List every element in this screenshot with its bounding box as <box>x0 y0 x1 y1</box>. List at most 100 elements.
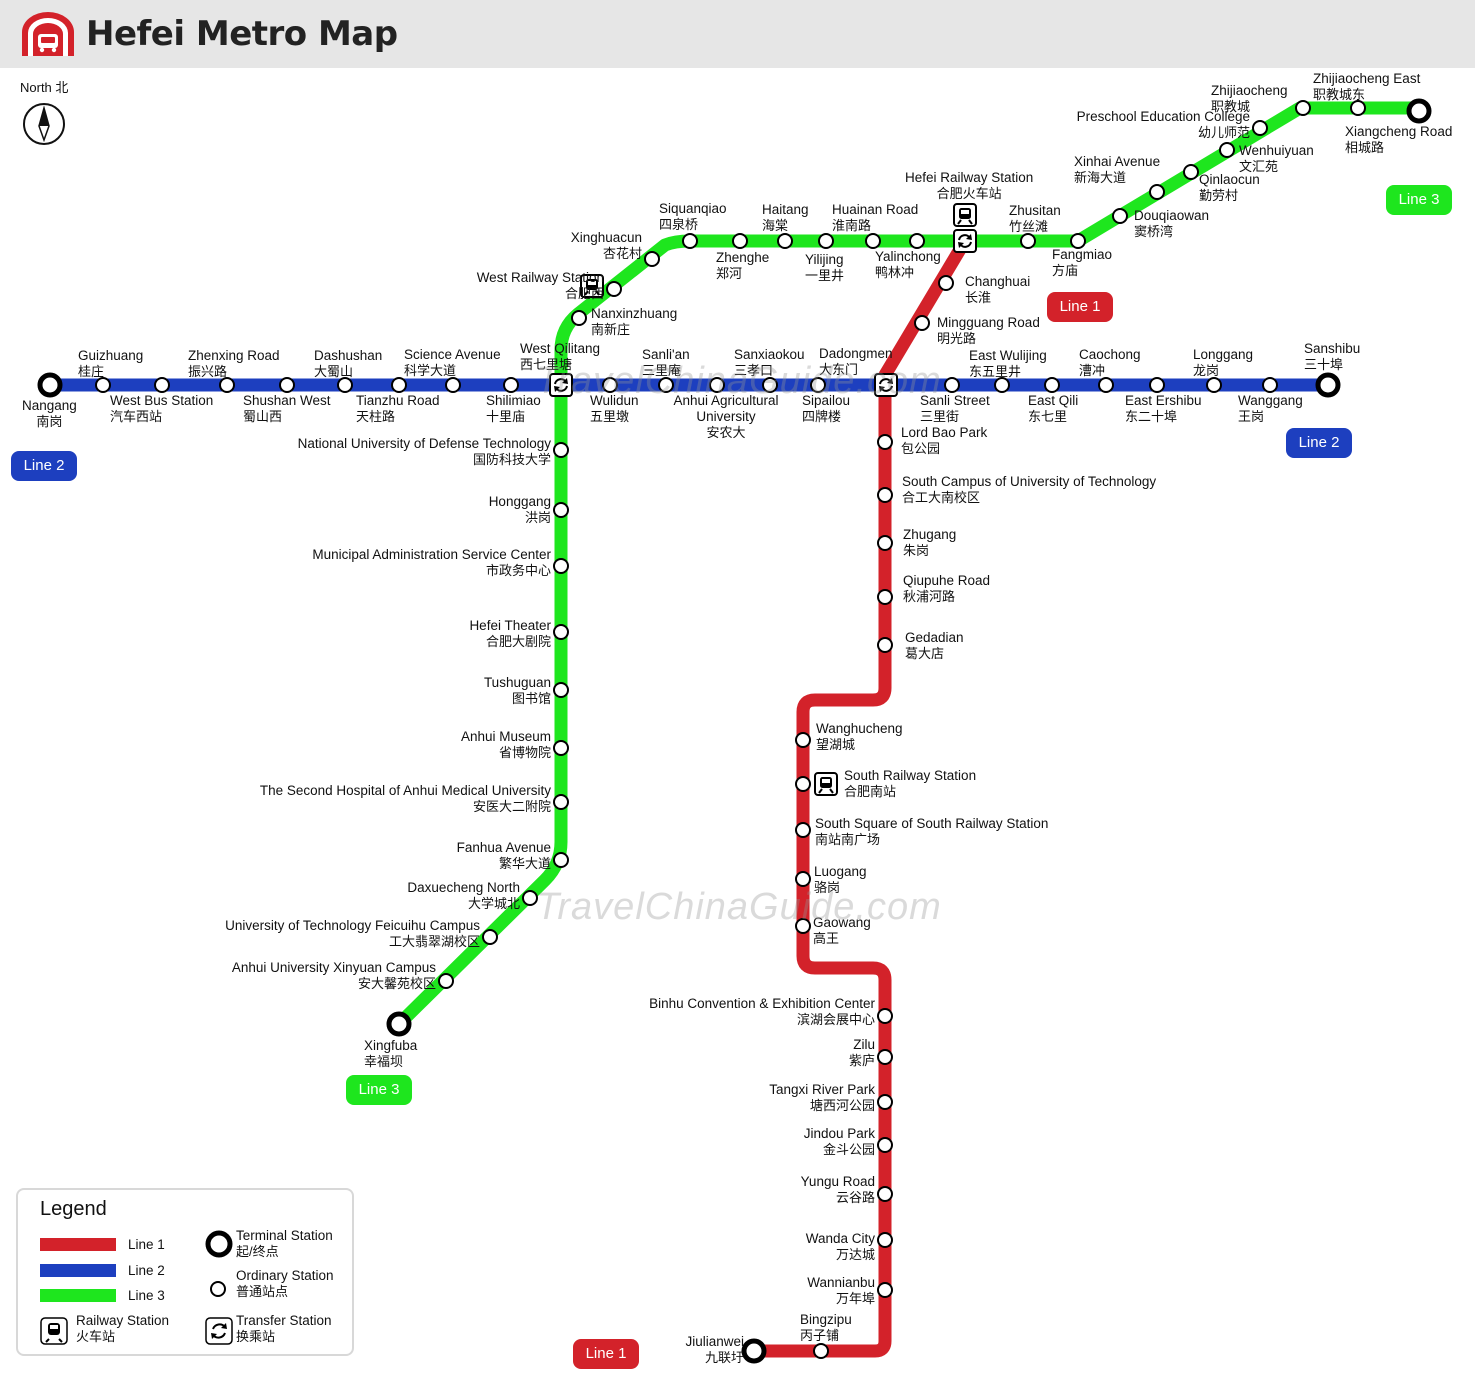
station-marker-east-ershibu[interactable] <box>1149 377 1165 393</box>
station-marker-yalinchong[interactable] <box>909 233 925 249</box>
station-marker-mingguang-road[interactable] <box>914 315 930 331</box>
station-marker-sanli-street[interactable] <box>944 377 960 393</box>
station-marker-preschool-education-college[interactable] <box>1252 120 1268 136</box>
station-marker-west-qilitang[interactable] <box>549 373 573 397</box>
station-marker-shilimiao[interactable] <box>503 377 519 393</box>
station-marker-haitang[interactable] <box>777 233 793 249</box>
station-marker-nanxinzhuang[interactable] <box>571 310 587 326</box>
station-marker-gedadian[interactable] <box>877 637 893 653</box>
station-marker-science-avenue[interactable] <box>445 377 461 393</box>
station-marker-huainan-road[interactable] <box>865 233 881 249</box>
station-marker-south-railway-station[interactable] <box>795 772 838 796</box>
station-marker-the-second-hospital-of-anhui-medical-university[interactable] <box>553 794 569 810</box>
station-marker-xinghuacun[interactable] <box>644 251 660 267</box>
station-marker-sipailou[interactable] <box>810 377 826 393</box>
station-marker-tianzhu-road[interactable] <box>391 377 407 393</box>
station-marker-luogang[interactable] <box>795 871 811 887</box>
station-marker-zhijiaocheng-east[interactable] <box>1350 100 1366 116</box>
station-marker-south-campus-of-university-of-technology[interactable] <box>877 487 893 503</box>
station-marker-sanshibu[interactable] <box>1315 372 1341 398</box>
station-marker-honggang[interactable] <box>553 502 569 518</box>
station-marker-longgang[interactable] <box>1206 377 1222 393</box>
station-marker-anhui-museum[interactable] <box>553 740 569 756</box>
station-label-national-university-of-defense-technology[interactable]: National University of Defense Technolog… <box>298 436 551 468</box>
station-marker-tangxi-river-park[interactable] <box>877 1094 893 1110</box>
station-marker-municipal-administration-service-center[interactable] <box>553 558 569 574</box>
station-marker-shushan-west[interactable] <box>279 377 295 393</box>
station-marker-anhui-agricultural-university[interactable] <box>709 377 725 393</box>
station-marker-east-qili[interactable] <box>1044 377 1060 393</box>
station-marker-xinhai-avenue[interactable] <box>1149 184 1165 200</box>
station-marker-lord-bao-park[interactable] <box>877 434 893 450</box>
station-label-the-second-hospital-of-anhui-medical-university[interactable]: The Second Hospital of Anhui Medical Uni… <box>260 783 551 815</box>
station-marker-zhusitan[interactable] <box>1020 233 1036 249</box>
station-marker-douqiaowan[interactable] <box>1112 208 1128 224</box>
station-marker-anhui-university-xinyuan-campus[interactable] <box>438 973 454 989</box>
station-marker-wanggang[interactable] <box>1262 377 1278 393</box>
station-marker-yungu-road[interactable] <box>877 1186 893 1202</box>
station-marker-guizhuang[interactable] <box>95 377 111 393</box>
station-marker-zhenxing-road[interactable] <box>219 377 235 393</box>
station-marker-jindou-park[interactable] <box>877 1137 893 1153</box>
station-marker-national-university-of-defense-technology[interactable] <box>553 442 569 458</box>
station-marker-sanli-an[interactable] <box>658 377 674 393</box>
station-marker-tushuguan[interactable] <box>553 682 569 698</box>
station-marker-dashushan[interactable] <box>337 377 353 393</box>
station-marker-daxuecheng-north[interactable] <box>522 890 538 906</box>
station-marker-west-bus-station[interactable] <box>154 377 170 393</box>
station-marker-caochong[interactable] <box>1098 377 1114 393</box>
station-marker-jiulianwei[interactable] <box>741 1338 767 1364</box>
station-marker-wanghucheng[interactable] <box>795 732 811 748</box>
station-label-south-campus-of-university-of-technology[interactable]: South Campus of University of Technology… <box>902 474 1156 506</box>
station-marker-fangmiao[interactable] <box>1070 233 1086 249</box>
station-marker-dadongmen[interactable] <box>874 373 898 397</box>
station-marker-zhenghe[interactable] <box>732 233 748 249</box>
station-marker-wanda-city[interactable] <box>877 1232 893 1248</box>
station-marker-nangang[interactable] <box>37 372 63 398</box>
station-marker-bingzipu[interactable] <box>813 1343 829 1359</box>
